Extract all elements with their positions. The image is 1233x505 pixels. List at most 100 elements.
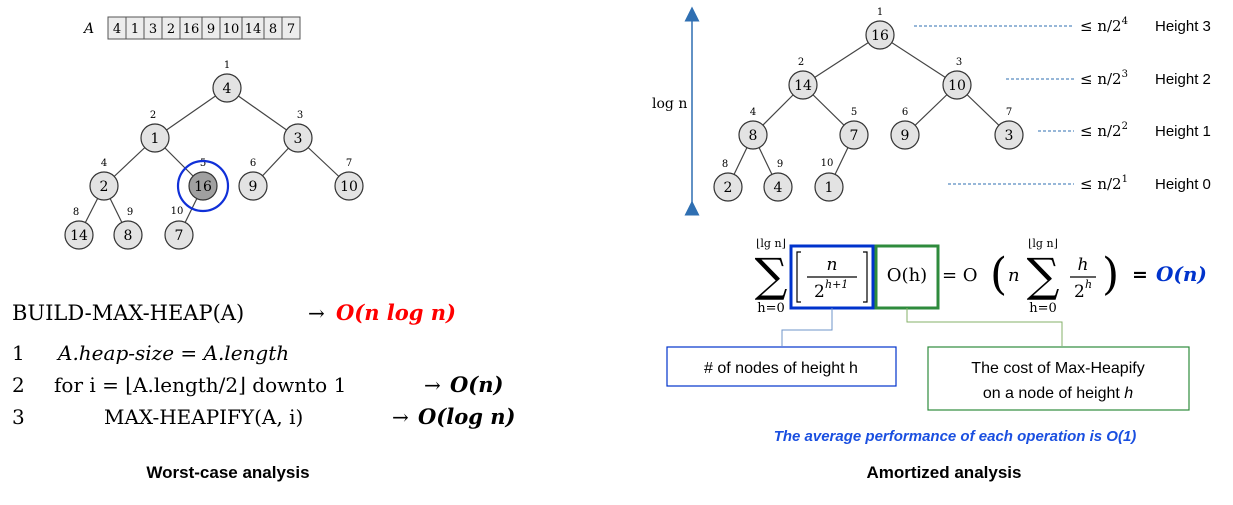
inner-sum-lower: h=0 xyxy=(1029,301,1057,316)
frac-den-exp: h+1 xyxy=(825,278,848,291)
sum-lower: h=0 xyxy=(757,301,785,316)
level-bound: ≤ n/23 xyxy=(1080,69,1128,88)
node-value: 4 xyxy=(774,180,783,196)
level-height: Height 0 xyxy=(1155,176,1211,193)
line-number: 2 xyxy=(12,373,25,397)
array-cell: 10 xyxy=(219,16,243,40)
node-value: 3 xyxy=(1005,128,1014,144)
array-label: A xyxy=(82,21,94,37)
level-height: Height 3 xyxy=(1155,18,1211,35)
node-value: 2 xyxy=(724,180,733,196)
node-index: 4 xyxy=(101,158,107,169)
inner-den-exp: h xyxy=(1085,278,1092,291)
node-value: 7 xyxy=(175,228,184,244)
tree-node: 161 xyxy=(865,7,895,50)
node-index: 2 xyxy=(798,57,804,68)
paren-left: ( xyxy=(990,249,1007,300)
array-cell: 2 xyxy=(161,16,181,40)
node-index: 3 xyxy=(956,57,962,68)
array-cell: 14 xyxy=(241,16,265,40)
ceil-left xyxy=(796,251,801,303)
tree-node: 142 xyxy=(788,57,818,100)
tree-node: 84 xyxy=(738,107,768,150)
node-value: 1 xyxy=(825,180,834,196)
node-index: 10 xyxy=(171,206,184,217)
tree-node: 16 5 xyxy=(188,158,218,201)
tree-node: 49 xyxy=(763,159,793,202)
array-cell: 7 xyxy=(281,16,301,40)
node-index: 9 xyxy=(127,207,133,218)
node-value: 8 xyxy=(124,228,133,244)
line-arrow: → xyxy=(392,405,409,429)
algorithm-title-cost: O(n log n) xyxy=(336,300,456,325)
tree-node: 110 xyxy=(814,158,844,202)
cost-of-heapify-box: The cost of Max-Heapify on a node of hei… xyxy=(927,346,1190,411)
sum-upper: ⌊lg n⌋ xyxy=(756,237,786,250)
node-value: 3 xyxy=(294,131,303,147)
ceil-right xyxy=(863,251,868,303)
node-index: 8 xyxy=(73,207,79,218)
tree-node: 37 xyxy=(994,107,1024,150)
node-index: 6 xyxy=(902,107,908,118)
node-value: 10 xyxy=(340,179,358,195)
node-value: 7 xyxy=(850,128,859,144)
tree-node: 96 xyxy=(890,107,920,150)
formula: ⌊lg n⌋ ∑ h=0 n 2 h+1 O(h) = O ( n ⌊lg n⌋… xyxy=(755,237,1207,316)
node-index: 8 xyxy=(722,159,728,170)
inner-n: n xyxy=(1008,265,1020,286)
node-value: 16 xyxy=(194,179,212,195)
equals-o: = O xyxy=(942,265,978,286)
array-cell: 9 xyxy=(201,16,221,40)
tree-node: 12 xyxy=(140,110,170,153)
node-index: 2 xyxy=(150,110,156,121)
array-cell-value: 10 xyxy=(223,22,240,37)
array-cell-value: 1 xyxy=(131,22,139,37)
array-cell: 4 xyxy=(107,16,127,40)
node-value: 9 xyxy=(901,128,910,144)
level-height: Height 1 xyxy=(1155,123,1211,140)
array-cell-value: 2 xyxy=(167,22,175,37)
tree-node: 107 xyxy=(334,158,364,201)
right-caption: Amortized analysis xyxy=(867,463,1022,482)
line-cost: O(log n) xyxy=(418,404,515,429)
cost-label-line1: The cost of Max-Heapify xyxy=(971,360,1144,377)
left-caption: Worst-case analysis xyxy=(146,463,309,482)
node-index: 9 xyxy=(777,159,783,170)
frac-numerator: n xyxy=(827,255,838,275)
line-arrow: → xyxy=(424,373,441,397)
tree-edge xyxy=(802,34,881,86)
node-index: 5 xyxy=(200,158,206,169)
node-index: 1 xyxy=(877,7,883,18)
axis-label: log n xyxy=(652,96,687,112)
algorithm: BUILD-MAX-HEAP(A) → O(n log n) 1 A.heap-… xyxy=(12,300,515,429)
tree-node: 96 xyxy=(238,158,268,201)
node-index: 6 xyxy=(250,158,256,169)
node-value: 14 xyxy=(70,228,88,244)
cost-term: O(h) xyxy=(887,265,927,286)
array-cell: 8 xyxy=(263,16,283,40)
paren-right: ) xyxy=(1102,249,1119,300)
average-performance-note: The average performance of each operatio… xyxy=(774,428,1137,445)
tree-edge xyxy=(879,34,958,86)
line-number: 1 xyxy=(12,341,25,365)
node-value: 10 xyxy=(948,78,966,94)
algorithm-arrow: → xyxy=(308,301,325,325)
tree-node: 10 3 xyxy=(942,57,972,100)
array-cell: 16 xyxy=(179,16,203,40)
inner-sum-upper: ⌊lg n⌋ xyxy=(1028,237,1058,250)
node-index: 3 xyxy=(297,110,303,121)
array-cell-value: 4 xyxy=(113,22,121,37)
nodes-connector xyxy=(781,308,833,346)
tree-node: 75 xyxy=(839,107,869,150)
node-index: 1 xyxy=(224,60,230,71)
level-height: Height 2 xyxy=(1155,71,1211,88)
node-index: 5 xyxy=(851,107,857,118)
tree-node: 28 xyxy=(713,159,743,202)
